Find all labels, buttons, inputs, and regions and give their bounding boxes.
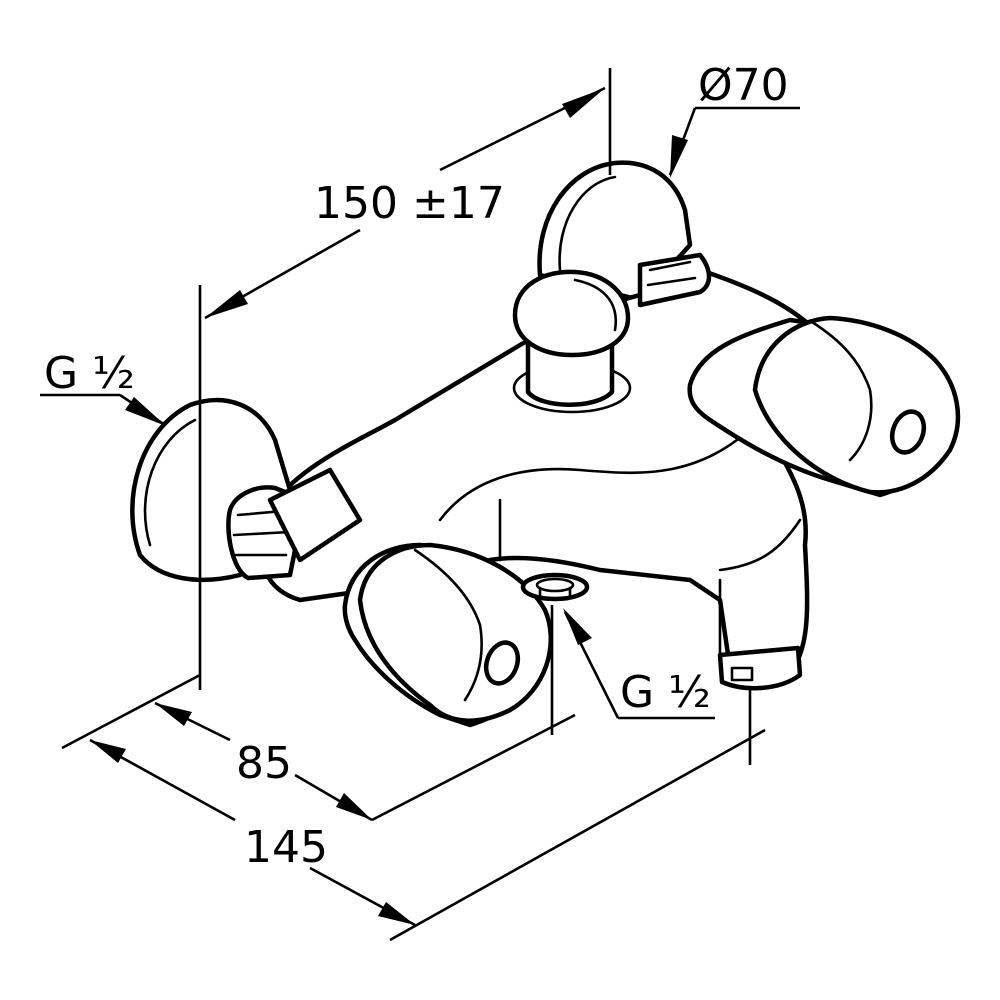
- right-handle: [687, 315, 961, 498]
- outlet-fitting: [520, 572, 590, 602]
- outlet-thread-label: G ½: [620, 667, 711, 718]
- spout-outlet: [717, 645, 803, 691]
- inlet-thread-label: G ½: [44, 348, 135, 399]
- total-depth-label: 145: [244, 822, 328, 873]
- spout-arch: [438, 418, 762, 522]
- diverter-knob: [512, 269, 632, 414]
- left-handle: [342, 542, 554, 728]
- diameter-label: Ø70: [698, 60, 789, 111]
- spout-depth-label: 85: [236, 738, 292, 789]
- bath-mixer: [130, 160, 961, 728]
- spacing-label: 150 ±17: [314, 178, 505, 229]
- dimension-lines: [40, 68, 800, 942]
